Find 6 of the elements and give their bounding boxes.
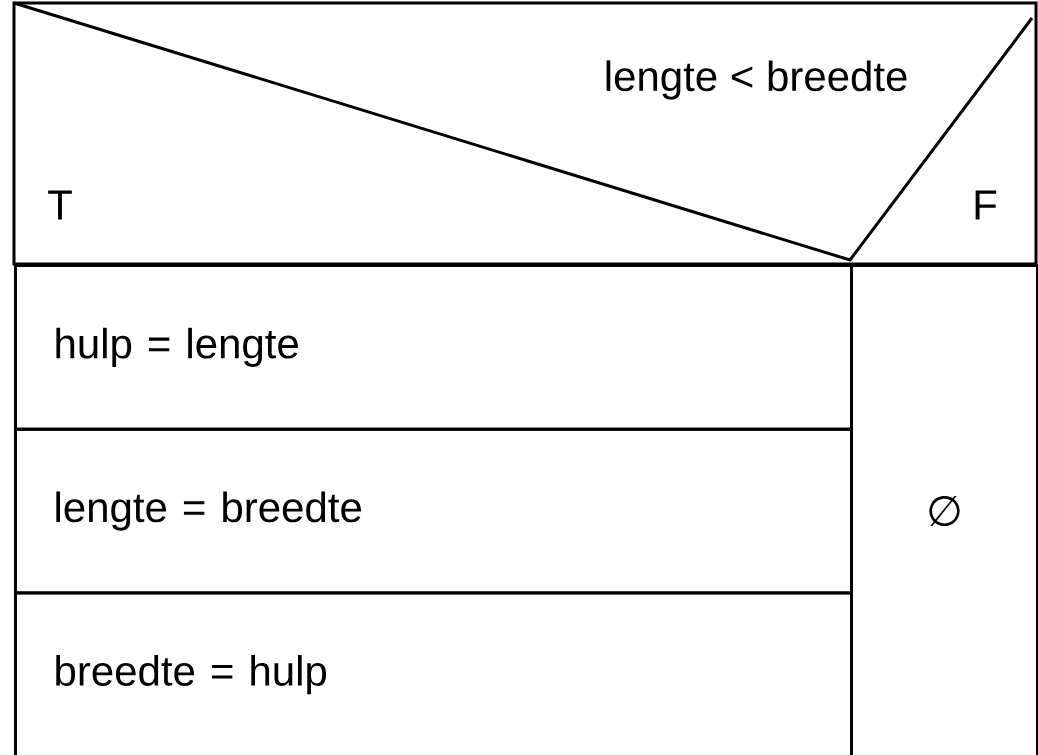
statement-box: breedte = hulp <box>14 591 853 755</box>
branch-label: T <box>48 190 72 220</box>
statement-box: lengte = breedte <box>14 427 853 595</box>
empty-branch-box: ∅ <box>850 264 1038 755</box>
branch-label: F <box>975 190 997 220</box>
statement-box: hulp = lengte <box>14 264 853 431</box>
